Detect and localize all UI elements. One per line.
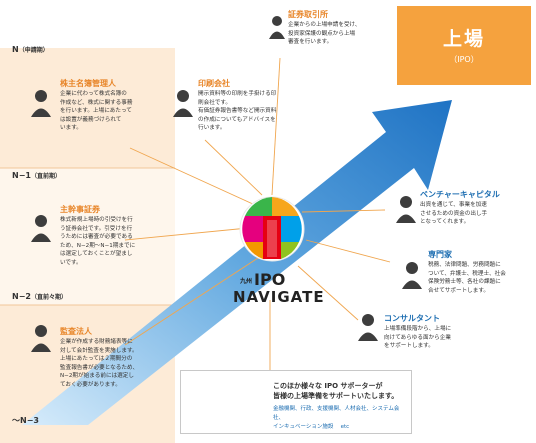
goal-subtitle: （IPO） [449, 55, 479, 64]
securities-exchange-desc: 企業からの上場申請を受け、 投資家保護の観点から上場 審査を行います。 [288, 22, 361, 46]
connector-lines [124, 57, 391, 385]
specialist-desc: 税務、法律問題、労務問題に ついて、弁護士、税理士、社会 保険労務士等、各社の課… [428, 262, 506, 294]
printing-company-desc: 開示資料等の印刷を手掛ける印 刷会社です。 有価証券報告書等など開示資料 の作成… [198, 91, 277, 132]
logo-line1: IPO [254, 270, 286, 289]
person-icon [402, 262, 422, 289]
phase-label-n: N（申請期） [12, 45, 49, 54]
person-icon [31, 215, 51, 242]
consultant-title: コンサルタント [384, 314, 440, 323]
lead-underwriter-title: 主幹事証券 [60, 205, 100, 214]
printing-company-title: 印刷会社 [198, 79, 230, 88]
other-supporters-box: このほか様々な IPO サポーターが 皆様の上場準備をサポートいたします。 金融… [180, 370, 412, 434]
logo-prefix: 九州 [240, 278, 253, 285]
specialist-title: 専門家 [428, 250, 452, 259]
lead-underwriter-desc: 株式新規上場時の引受けを行 う証券会社です。引受けを行 うためには審査が必要であ… [60, 217, 136, 266]
consultant-desc: 上場準備段階から、上場に 向けてあらゆる面から企業 をサポートします。 [384, 326, 452, 350]
auditor-title: 監査法人 [60, 327, 92, 336]
growth-arrow [22, 100, 452, 425]
other-supporters-list: 金融機関、行政、支援機関、人材会社、システム会社、 インキュベーション施設 et… [273, 406, 400, 430]
band-n [0, 48, 175, 168]
phase-label-n2: N−2（直前々期） [12, 292, 67, 301]
phase-sub: （申請期） [18, 47, 49, 54]
phase-sub: （直前々期） [30, 294, 67, 301]
venture-capital-desc: 出資を通じて、事業を加速 させるための資金の出し手 となってくれます。 [420, 202, 488, 226]
person-icon [269, 16, 285, 39]
phase-label-n3: 〜N−3 [12, 415, 39, 426]
phase-main: 〜N−3 [12, 416, 39, 425]
band-n1 [0, 168, 175, 305]
other-supporters-text: このほか様々な IPO サポーターが 皆様の上場準備をサポートいたします。 [273, 382, 399, 400]
transfer-agent-title: 株主名簿管理人 [60, 79, 116, 88]
person-icon [396, 196, 416, 223]
ipo-navigate-logo-emblem [239, 196, 305, 262]
logo-navigate: NAVIGATE [233, 288, 325, 306]
ipo-goal-box: 上場 （IPO） [397, 6, 531, 85]
person-icon [31, 325, 51, 352]
phase-label-n1: N−1（直前期） [12, 171, 61, 180]
auditor-desc: 企業が作成する財務諸表等に 対して会計監査を実施します。 上場にあたっては２期間… [60, 339, 139, 388]
phase-main: N−2 [12, 292, 31, 301]
phase-main: N−1 [12, 171, 31, 180]
transfer-agent-desc: 企業に代わって株式名簿の 作成など、株式に関する事務 を行います。上場にあたって… [60, 91, 133, 132]
person-icon [173, 90, 193, 117]
securities-exchange-title: 証券取引所 [288, 10, 328, 19]
goal-title: 上場 [442, 28, 485, 50]
person-icon [358, 314, 378, 341]
venture-capital-title: ベンチャーキャピタル [420, 190, 500, 199]
phase-sub: （直前期） [30, 173, 61, 180]
phase-main: N [12, 45, 19, 54]
person-icon [31, 90, 51, 117]
